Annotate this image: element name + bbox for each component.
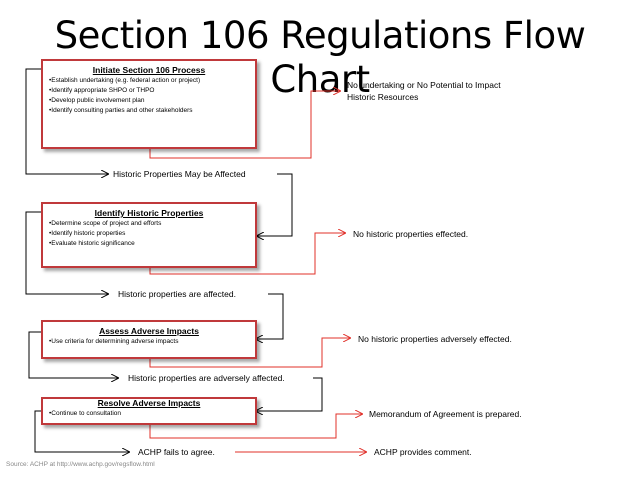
- step-identify-heading: Identify Historic Properties: [94, 208, 204, 218]
- connector-no-adverse: [149, 338, 350, 368]
- step-initiate-item: Develop public involvement plan: [49, 96, 249, 106]
- step-initiate-item: Identify consulting parties and other st…: [49, 106, 249, 116]
- connector-no-properties: [149, 233, 345, 275]
- step-initiate-item: Establish undertaking (e.g. federal acti…: [49, 76, 249, 86]
- outcome-achp-comment: ACHP provides comment.: [374, 447, 472, 457]
- transition-may-be-affected: Historic Properties May be Affected: [113, 169, 246, 179]
- step-resolve-item: Continue to consultation: [49, 409, 249, 419]
- source-note: Source: ACHP at http://www.achp.gov/regs…: [6, 461, 155, 468]
- outcome-no-undertaking-line1: No undertaking or No Potential to Impact: [347, 80, 501, 90]
- connector-no-undertaking: [149, 91, 340, 159]
- connector-to-step-2: [257, 173, 293, 236]
- step-initiate-heading: Initiate Section 106 Process: [92, 65, 206, 75]
- page-title: Section 106 Regulations Flow Chart: [54, 14, 586, 101]
- step-resolve-heading: Resolve Adverse Impacts: [97, 398, 201, 408]
- transition-adversely-affected: Historic properties are adversely affect…: [128, 373, 285, 383]
- step-initiate-item: Identify appropriate SHPO or THPO: [49, 86, 249, 96]
- outcome-moa: Memorandum of Agreement is prepared.: [369, 409, 522, 419]
- step-assess-box: Assess Adverse Impacts Use criteria for …: [41, 320, 257, 359]
- transition-achp-fails: ACHP fails to agree.: [138, 447, 215, 457]
- connector-moa: [149, 414, 362, 439]
- connector-may-be-affected: [25, 68, 108, 174]
- step-identify-box: Identify Historic Properties Determine s…: [41, 202, 257, 268]
- connector-achp-fails: [34, 410, 129, 452]
- outcome-no-adverse: No historic properties adversely effecte…: [358, 334, 512, 344]
- connector-to-step-4: [256, 377, 323, 411]
- step-assess-item: Use criteria for determining adverse imp…: [49, 337, 249, 347]
- step-identify-item: Determine scope of project and efforts: [49, 219, 249, 229]
- step-identify-item: Identify historic properties: [49, 229, 249, 239]
- connector-to-step-3: [256, 293, 284, 339]
- connector-are-affected: [25, 211, 108, 294]
- transition-are-affected: Historic properties are affected.: [118, 289, 236, 299]
- connector-adversely-affected: [28, 331, 118, 378]
- step-assess-heading: Assess Adverse Impacts: [99, 326, 199, 336]
- step-initiate-box: Initiate Section 106 Process Establish u…: [41, 59, 257, 149]
- step-identify-item: Evaluate historic significance: [49, 239, 249, 249]
- outcome-no-undertaking-line2: Historic Resources: [347, 92, 419, 102]
- step-resolve-box: Resolve Adverse Impacts Continue to cons…: [41, 397, 257, 425]
- outcome-no-properties: No historic properties effected.: [353, 229, 469, 239]
